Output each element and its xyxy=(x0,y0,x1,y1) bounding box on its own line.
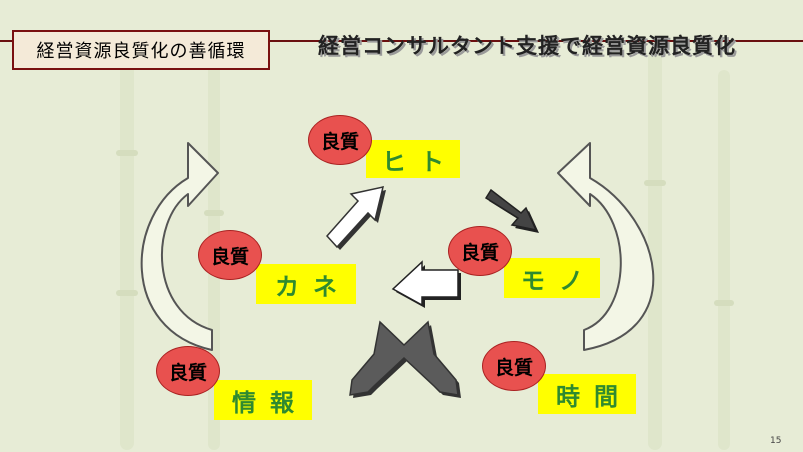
resource-hito: ヒト xyxy=(366,140,460,178)
left-cycle-arrow-icon xyxy=(140,142,219,351)
arrow-mono-to-kane-icon xyxy=(391,260,461,308)
quality-badge-kane: 良質 xyxy=(198,230,262,280)
resource-kane: カネ xyxy=(256,264,356,304)
resource-mono: モノ xyxy=(504,258,600,298)
quality-badge-jouhou: 良質 xyxy=(156,346,220,396)
quality-badge-jikan: 良質 xyxy=(482,341,546,391)
arrow-hito-to-mono-icon xyxy=(484,188,539,233)
resource-jikan: 時間 xyxy=(538,374,636,414)
slide-title: 経営コンサルタント支援で経営資源良質化 xyxy=(318,34,736,58)
page-number: 15 xyxy=(770,436,782,446)
header-rule xyxy=(0,40,12,42)
section-label: 経営資源良質化の善循環 xyxy=(12,30,270,70)
split-arrow-icon xyxy=(349,320,461,398)
right-cycle-arrow-icon xyxy=(557,142,655,351)
header-rule xyxy=(270,40,803,42)
quality-badge-hito: 良質 xyxy=(308,115,372,165)
arrow-kane-to-hito-icon xyxy=(325,186,386,250)
resource-jouhou: 情報 xyxy=(214,380,312,420)
quality-badge-mono: 良質 xyxy=(448,226,512,276)
